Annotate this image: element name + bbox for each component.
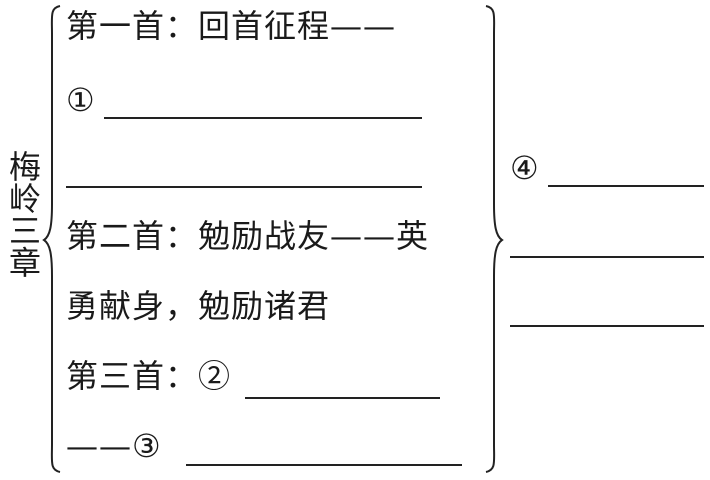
blank-3-marker: ——③ [66, 427, 162, 465]
poem-2-line-b: 勇献身，勉励诸君 [66, 287, 331, 325]
blank-3-line [186, 464, 462, 466]
blank-4-line-2 [510, 256, 704, 258]
poem-2-line-a: 第二首：勉励战友——英 [66, 217, 430, 255]
blank-1-line [104, 117, 422, 119]
blank-4-marker: ④ [510, 149, 540, 187]
blank-1-continuation-line [66, 186, 422, 188]
poem-3-line: 第三首：② [66, 357, 232, 395]
left-brace [42, 5, 61, 473]
poem-1-line: 第一首：回首征程—— [66, 7, 397, 45]
blank-4-line-3 [510, 325, 704, 327]
blank-4-line-1 [548, 185, 704, 187]
blank-1-marker: ① [66, 81, 96, 119]
diagram-title: 梅岭三章 [4, 150, 42, 278]
right-brace [485, 5, 504, 473]
blank-2-line [245, 397, 440, 399]
